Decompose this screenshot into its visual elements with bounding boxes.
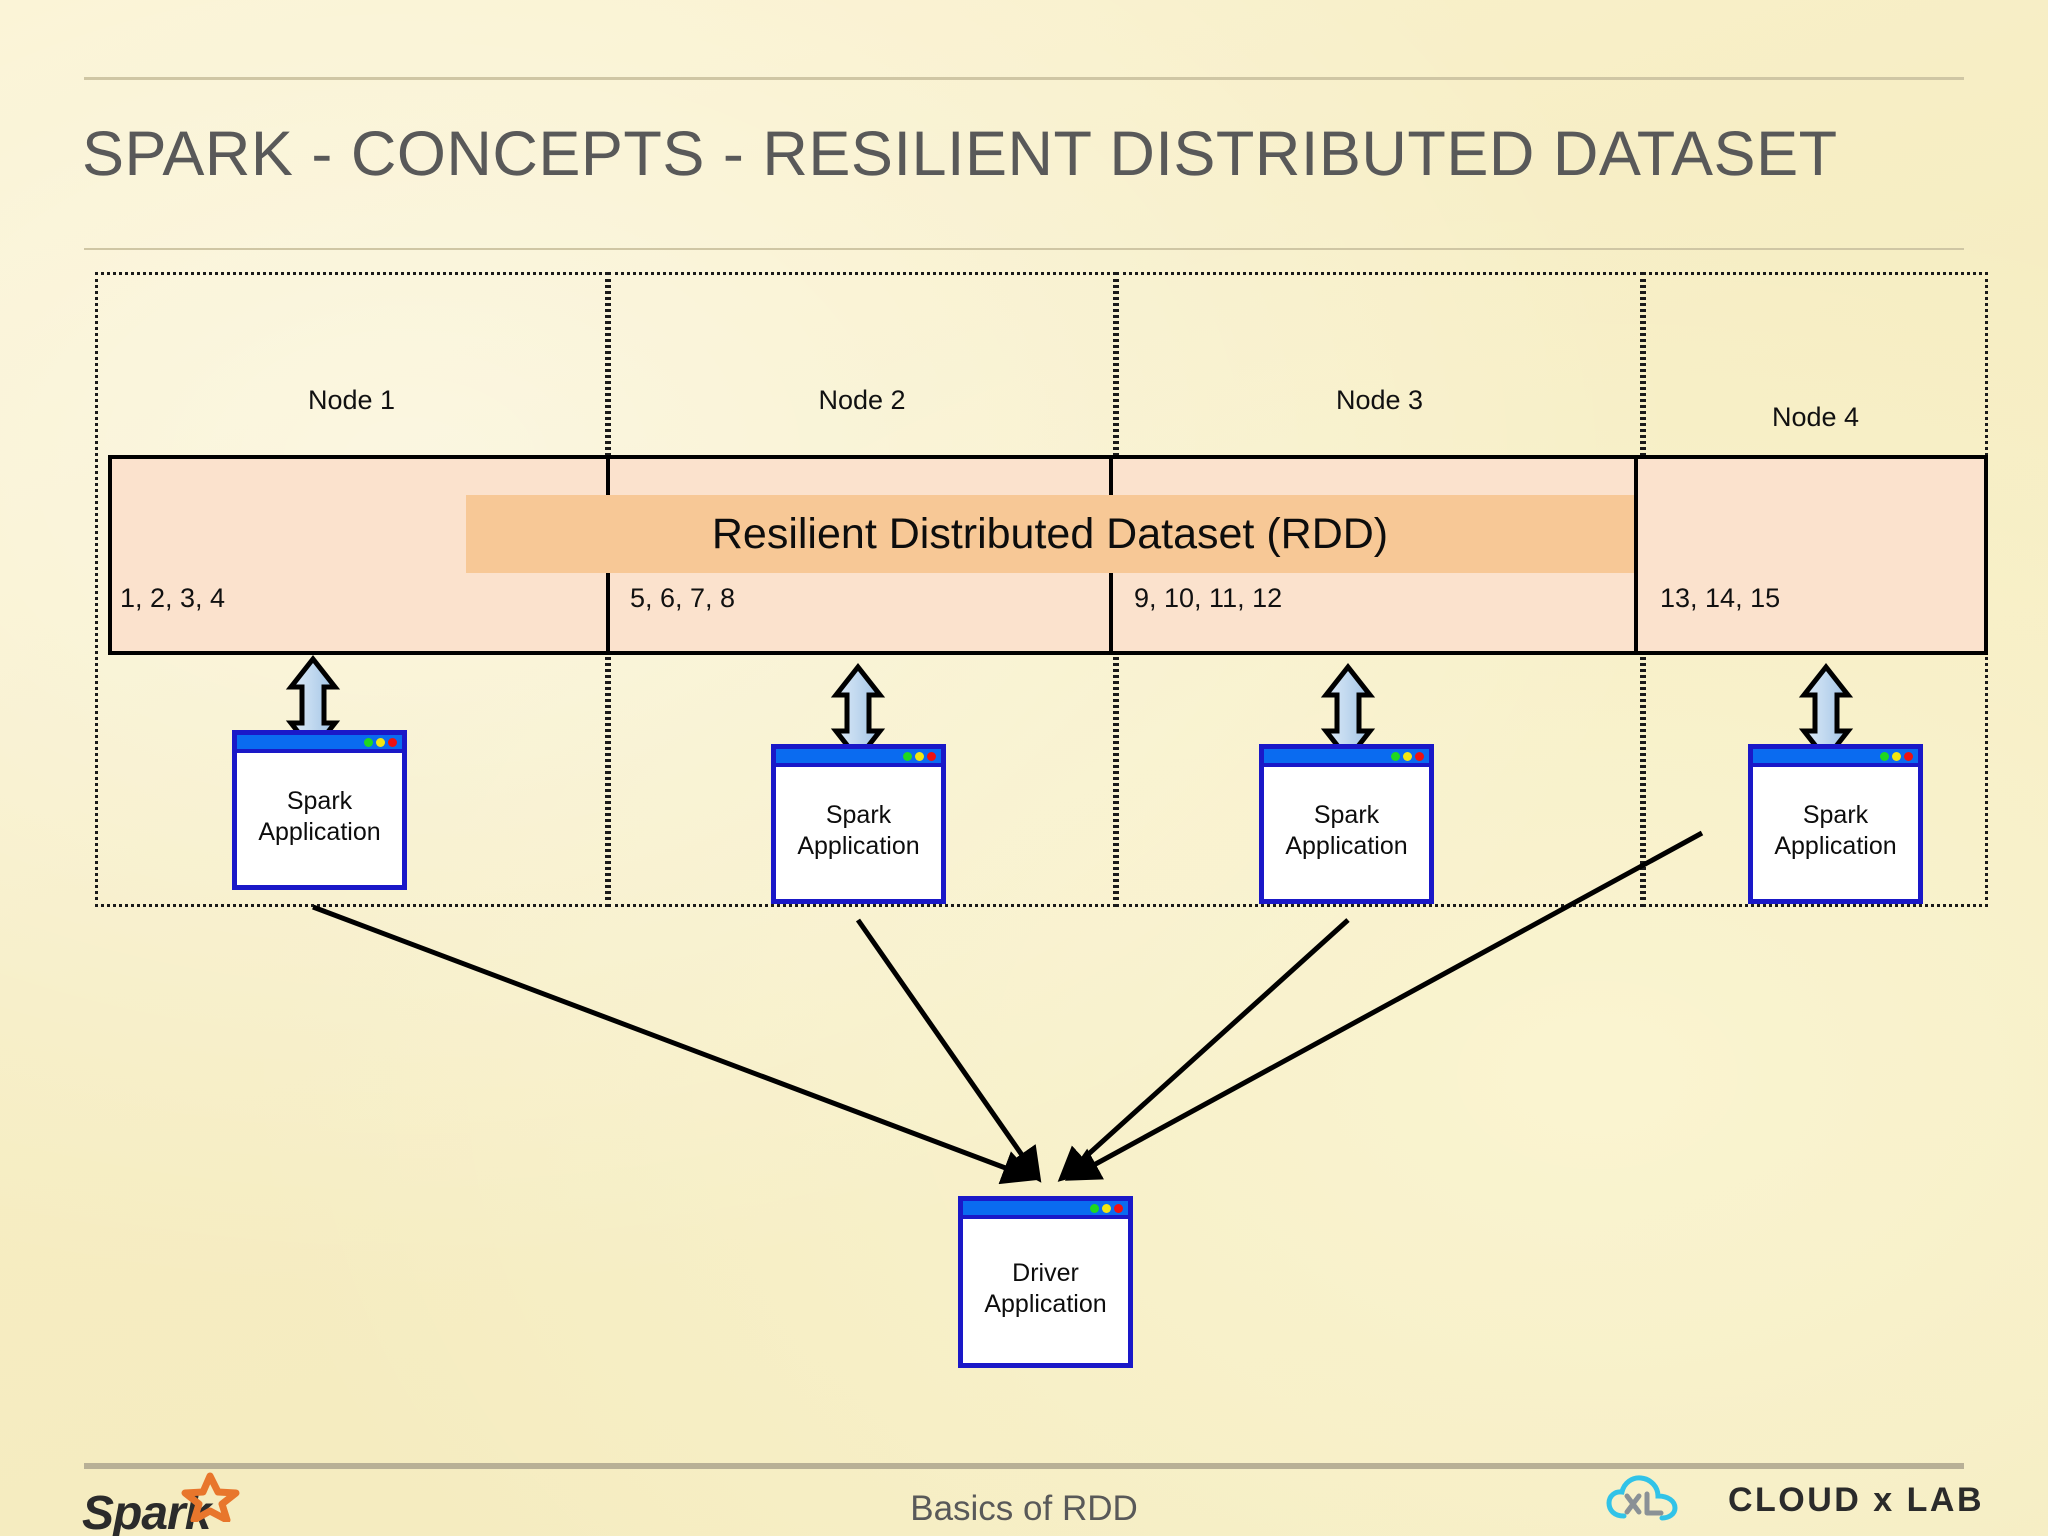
node-label-4: Node 4	[1771, 402, 1860, 432]
window-titlebar	[776, 749, 941, 767]
node-label-2: Node 2	[818, 385, 906, 415]
rdd-banner-label: Resilient Distributed Dataset (RDD)	[711, 510, 1389, 558]
partition-values-2: 5, 6, 7, 8	[630, 583, 736, 613]
window-close-dot-icon[interactable]	[1415, 751, 1424, 761]
window-maximize-dot-icon[interactable]	[1892, 751, 1901, 761]
driver-link-node-2	[855, 918, 1042, 1183]
spark-application-window-3[interactable]: Spark Application	[1259, 744, 1434, 904]
window-body: Spark Application	[1264, 767, 1429, 895]
spark-star-icon	[181, 1472, 240, 1522]
app-label-line1: Spark	[1802, 801, 1869, 829]
window-maximize-dot-icon[interactable]	[376, 737, 385, 747]
window-maximize-dot-icon[interactable]	[1403, 751, 1412, 761]
window-maximize-dot-icon[interactable]	[915, 751, 924, 761]
app-label-line2: Application	[1774, 832, 1897, 860]
window-body: Spark Application	[776, 767, 941, 895]
window-close-dot-icon[interactable]	[388, 737, 397, 747]
footer-subtitle: Basics of RDD	[910, 1489, 1138, 1528]
rdd-divider-3	[1634, 459, 1638, 651]
cloudxlab-cloud-icon	[1606, 1475, 1678, 1521]
window-close-dot-icon[interactable]	[1904, 751, 1913, 761]
driver-label-line2: Application	[984, 1290, 1107, 1318]
page-title: SPARK - CONCEPTS - RESILIENT DISTRIBUTED…	[82, 119, 1838, 189]
window-body: Spark Application	[237, 753, 402, 881]
app-label-line2: Application	[258, 818, 381, 846]
spark-logo: Spark	[80, 1472, 240, 1536]
rdd-banner-highlight	[466, 495, 1634, 573]
window-minimize-dot-icon[interactable]	[1090, 1203, 1099, 1213]
partition-values-4: 13, 14, 15	[1660, 583, 1781, 613]
driver-link-node-3	[1057, 918, 1350, 1182]
window-minimize-dot-icon[interactable]	[1880, 751, 1889, 761]
driver-link-node-1	[312, 904, 1038, 1185]
app-label-line2: Application	[1285, 832, 1408, 860]
window-close-dot-icon[interactable]	[927, 751, 936, 761]
driver-application-window[interactable]: Driver Application	[958, 1196, 1133, 1368]
partition-values-1: 1, 2, 3, 4	[120, 583, 226, 613]
footer-divider	[84, 1463, 1964, 1469]
node-label-3: Node 3	[1335, 385, 1424, 415]
window-minimize-dot-icon[interactable]	[903, 751, 912, 761]
window-titlebar	[1264, 749, 1429, 767]
partition-values-3: 9, 10, 11, 12	[1134, 583, 1283, 613]
spark-application-window-2[interactable]: Spark Application	[771, 744, 946, 904]
app-label-line1: Spark	[1313, 801, 1380, 829]
window-body: Driver Application	[963, 1219, 1128, 1359]
window-titlebar	[1753, 749, 1918, 767]
app-label-line1: Spark	[825, 801, 892, 829]
window-maximize-dot-icon[interactable]	[1102, 1203, 1111, 1213]
window-close-dot-icon[interactable]	[1114, 1203, 1123, 1213]
window-titlebar	[963, 1201, 1128, 1219]
cloudxlab-logo: CLOUD x LAB	[1606, 1470, 1984, 1530]
window-minimize-dot-icon[interactable]	[364, 737, 373, 747]
cloudxlab-wordmark: CLOUD x LAB	[1727, 1480, 1984, 1519]
top-divider	[84, 77, 1964, 80]
app-label-line2: Application	[797, 832, 920, 860]
spark-application-window-1[interactable]: Spark Application	[232, 730, 407, 890]
app-label-line1: Spark	[286, 787, 353, 815]
window-titlebar	[237, 735, 402, 753]
driver-label-line1: Driver	[1012, 1259, 1079, 1287]
spark-application-window-4[interactable]: Spark Application	[1748, 744, 1923, 904]
window-body: Spark Application	[1753, 767, 1918, 895]
window-minimize-dot-icon[interactable]	[1391, 751, 1400, 761]
title-divider	[84, 248, 1964, 250]
node-label-1: Node 1	[307, 385, 396, 415]
